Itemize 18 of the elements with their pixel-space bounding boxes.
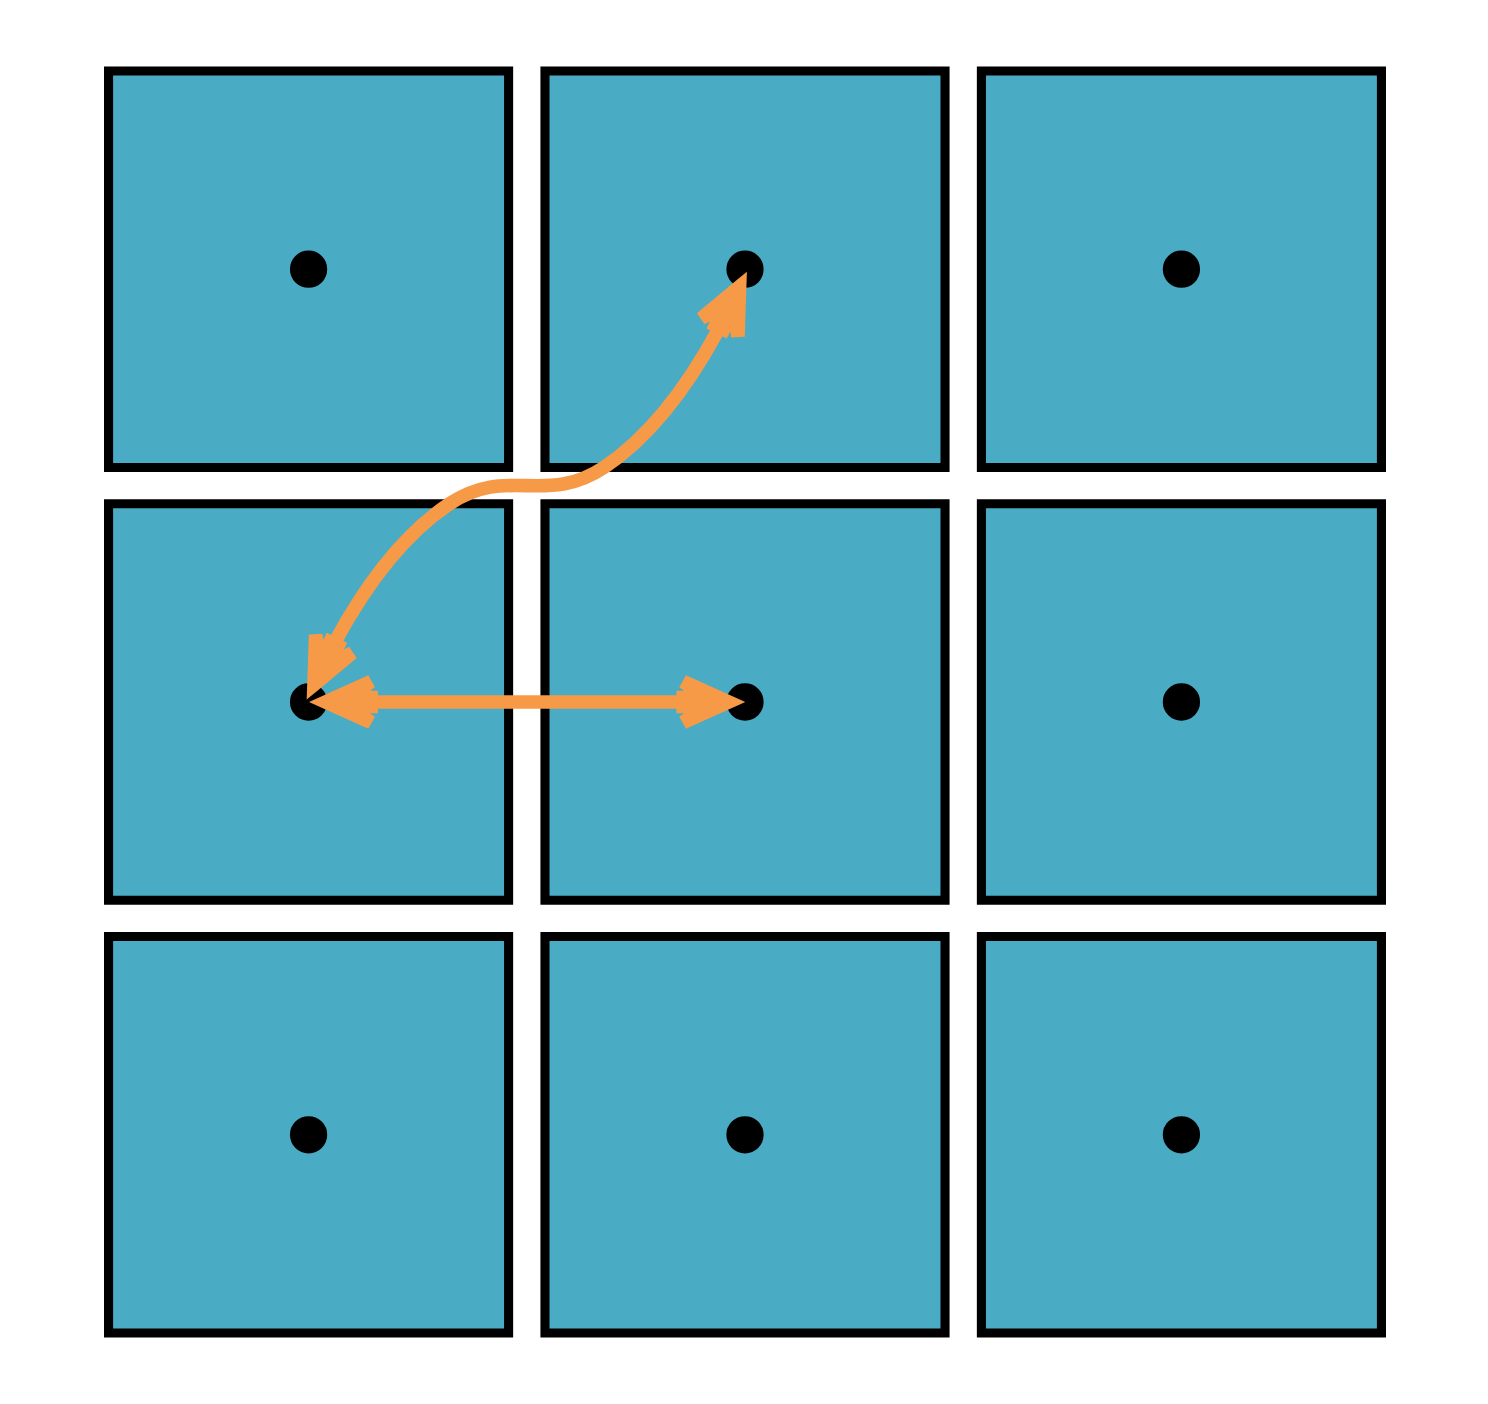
node-circle <box>1161 250 1200 288</box>
cluster <box>975 66 1385 472</box>
cluster <box>103 499 513 905</box>
node-circle <box>1161 683 1200 721</box>
cluster <box>539 66 949 472</box>
node-circle <box>288 250 327 288</box>
cluster <box>539 499 949 905</box>
node-circle <box>725 683 763 721</box>
node-circle <box>1161 1116 1200 1154</box>
node-circle <box>288 1116 327 1154</box>
cluster <box>103 932 513 1338</box>
cluster <box>103 66 513 472</box>
node-circle <box>725 1116 763 1154</box>
cluster <box>975 932 1385 1338</box>
cluster <box>539 932 949 1338</box>
cluster <box>975 499 1385 905</box>
node-circle <box>288 683 327 721</box>
node-circle <box>725 250 763 288</box>
